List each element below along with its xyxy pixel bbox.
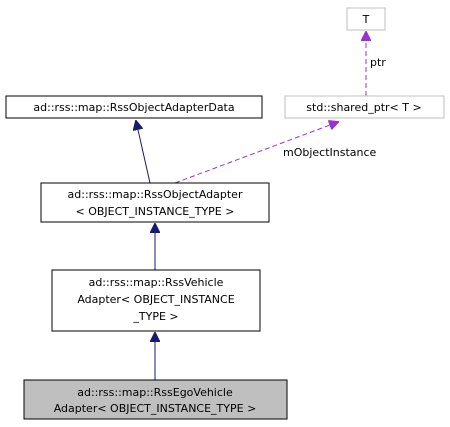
node-shared-ptr[interactable]: std::shared_ptr< T > [284, 95, 445, 119]
node-rss-vehicle-adapter-label-line2: Adapter< OBJECT_INSTANCE [77, 293, 234, 306]
node-rss-vehicle-adapter[interactable]: ad::rss::map::RssVehicle Adapter< OBJECT… [51, 269, 261, 332]
node-rss-ego-vehicle-adapter[interactable]: ad::rss::map::RssEgoVehicle Adapter< OBJ… [23, 379, 288, 420]
node-rss-object-adapter-data[interactable]: ad::rss::map::RssObjectAdapterData [5, 95, 263, 119]
node-rss-vehicle-adapter-label-line3: _TYPE > [132, 310, 178, 323]
node-rss-object-adapter-label-line2: < OBJECT_INSTANCE_TYPE > [76, 205, 235, 218]
node-rss-vehicle-adapter-label-line1: ad::rss::map::RssVehicle [89, 276, 224, 289]
edge-object-adapter-to-shared-ptr [174, 122, 338, 184]
edge-object-adapter-to-adapter-data [136, 121, 151, 184]
node-t-label: T [362, 13, 370, 26]
node-t[interactable]: T [346, 7, 386, 31]
node-rss-ego-vehicle-adapter-label-line2: Adapter< OBJECT_INSTANCE_TYPE > [54, 402, 257, 415]
node-rss-object-adapter-data-label: ad::rss::map::RssObjectAdapterData [33, 101, 234, 114]
node-shared-ptr-label: std::shared_ptr< T > [306, 101, 421, 114]
node-rss-object-adapter-label-line1: ad::rss::map::RssObjectAdapter [68, 188, 243, 201]
edge-label-ptr: ptr [370, 56, 386, 69]
node-rss-ego-vehicle-adapter-label-line1: ad::rss::map::RssEgoVehicle [77, 386, 233, 399]
edge-label-mobjectinstance: mObjectInstance [283, 146, 377, 159]
node-rss-object-adapter[interactable]: ad::rss::map::RssObjectAdapter < OBJECT_… [40, 182, 270, 223]
